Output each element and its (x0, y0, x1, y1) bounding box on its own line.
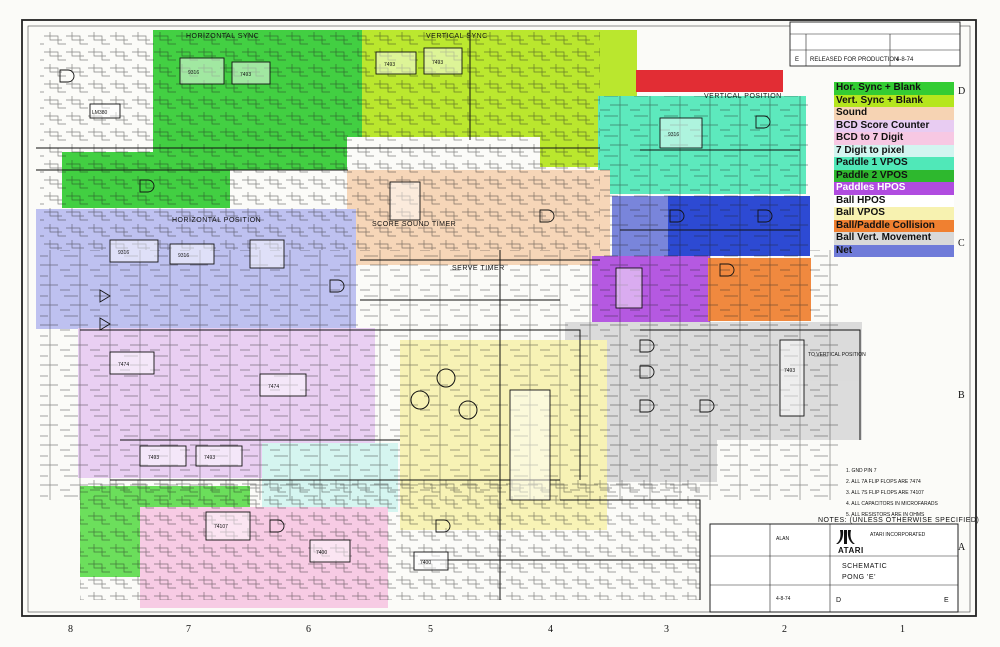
legend-item: Paddle 1 VPOS (834, 157, 954, 170)
logic-gates (59, 69, 773, 533)
label-horizontal-sync: HORIZONTAL SYNC (186, 33, 259, 40)
svg-text:7493: 7493 (240, 72, 251, 78)
svg-text:3: 3 (664, 624, 669, 635)
legend-item: Sound (834, 107, 954, 120)
drawing-title-line2: PONG 'E' (842, 574, 876, 581)
revision-block: E RELEASED FOR PRODUCTION 4-8-74 (789, 21, 961, 67)
svg-text:74107: 74107 (214, 524, 228, 530)
svg-text:9316: 9316 (178, 253, 189, 259)
legend-item: Paddle 2 VPOS (834, 169, 954, 182)
legend-item: Net (834, 244, 954, 257)
svg-text:7493: 7493 (148, 455, 159, 461)
svg-text:C: C (958, 238, 965, 249)
transistors (410, 368, 478, 420)
svg-text:7: 7 (186, 624, 191, 635)
ic-chips (89, 47, 805, 571)
drawing-border (21, 19, 977, 617)
svg-text:3. ALL 7S FLIP FLOPS ARE 74107: 3. ALL 7S FLIP FLOPS ARE 74107 (846, 490, 924, 496)
svg-text:9316: 9316 (188, 70, 199, 76)
svg-text:4. ALL CAPACITORS IN MICROFARA: 4. ALL CAPACITORS IN MICROFARADS (846, 501, 939, 507)
svg-text:7400: 7400 (420, 560, 431, 566)
label-score-sound-timer: SCORE SOUND TIMER (372, 221, 456, 228)
svg-text:2. ALL 7A FLIP FLOPS ARE 7474: 2. ALL 7A FLIP FLOPS ARE 7474 (846, 479, 921, 485)
svg-text:5. ALL RESISTORS ARE IN OHMS: 5. ALL RESISTORS ARE IN OHMS (846, 512, 925, 518)
legend-item: Hor. Sync + Blank (834, 82, 954, 95)
legend-item: 7 Digit to pixel (834, 144, 954, 157)
main-wires (36, 30, 861, 600)
label-to-vertical-position: TO VERTICAL POSITION (808, 352, 866, 358)
legend-item: Ball VPOS (834, 207, 954, 220)
legend-item: Vert. Sync + Blank (834, 94, 954, 107)
label-horizontal-position: HORIZONTAL POSITION (172, 217, 261, 224)
company-name: ATARI (838, 546, 864, 555)
svg-text:A: A (958, 542, 966, 553)
svg-text:1. GND PIN 7: 1. GND PIN 7 (846, 468, 877, 474)
drawn-by: ALAN (776, 536, 789, 542)
svg-text:7493: 7493 (384, 62, 395, 68)
svg-text:B: B (958, 390, 965, 401)
drawing-sheet: E (944, 597, 949, 604)
region-red (636, 70, 783, 92)
legend-item: Ball/Paddle Collision (834, 219, 954, 232)
notes-title: NOTES: (UNLESS OTHERWISE SPECIFIED) (818, 517, 979, 524)
svg-text:4: 4 (548, 624, 553, 635)
svg-text:D: D (958, 86, 965, 97)
legend-item: BCD Score Counter (834, 119, 954, 132)
grid-columns: 8 7 6 5 4 3 2 1 (68, 624, 905, 635)
revision-date: 4-8-74 (896, 57, 914, 63)
svg-text:1: 1 (900, 624, 905, 635)
drawing-size: D (836, 597, 842, 604)
svg-text:9316: 9316 (118, 250, 129, 256)
legend-item: Ball HPOS (834, 194, 954, 207)
svg-text:5: 5 (428, 624, 433, 635)
notes-block: 1. GND PIN 7 2. ALL 7A FLIP FLOPS ARE 74… (818, 468, 979, 524)
revision-letter: E (795, 57, 799, 63)
label-vertical-position: VERTICAL POSITION (704, 93, 782, 100)
svg-text:7493: 7493 (204, 455, 215, 461)
legend-item: BCD to 7 Digit (834, 132, 954, 145)
svg-text:7400: 7400 (316, 550, 327, 556)
svg-text:7474: 7474 (268, 384, 279, 390)
atari-logo (836, 530, 855, 544)
company-full-name: ATARI INCORPORATED (870, 532, 926, 538)
svg-text:7474: 7474 (118, 362, 129, 368)
title-block: ATARI ATARI INCORPORATED SCHEMATIC PONG … (709, 523, 959, 613)
legend-item: Ball Vert. Movement (834, 232, 954, 245)
chip-part-numbers: 9316 7493 7493 7493 LM380 9316 9316 7474… (92, 60, 795, 566)
svg-text:9316: 9316 (668, 132, 679, 138)
svg-text:8: 8 (68, 624, 73, 635)
grid-rows: D C B A (958, 86, 966, 553)
svg-text:LM380: LM380 (92, 110, 108, 116)
drawing-title-line1: SCHEMATIC (842, 563, 887, 570)
svg-text:7493: 7493 (432, 60, 443, 66)
svg-text:2: 2 (782, 624, 787, 635)
circuit-traces (40, 30, 840, 600)
label-serve-timer: SERVE TIMER (452, 265, 505, 272)
svg-text:7493: 7493 (784, 368, 795, 374)
revision-text: RELEASED FOR PRODUCTION (810, 57, 898, 63)
label-vertical-sync: VERTICAL SYNC (426, 33, 488, 40)
legend-item: Paddles HPOS (834, 182, 954, 195)
svg-text:6: 6 (306, 624, 311, 635)
drawing-date: 4-8-74 (776, 596, 791, 602)
